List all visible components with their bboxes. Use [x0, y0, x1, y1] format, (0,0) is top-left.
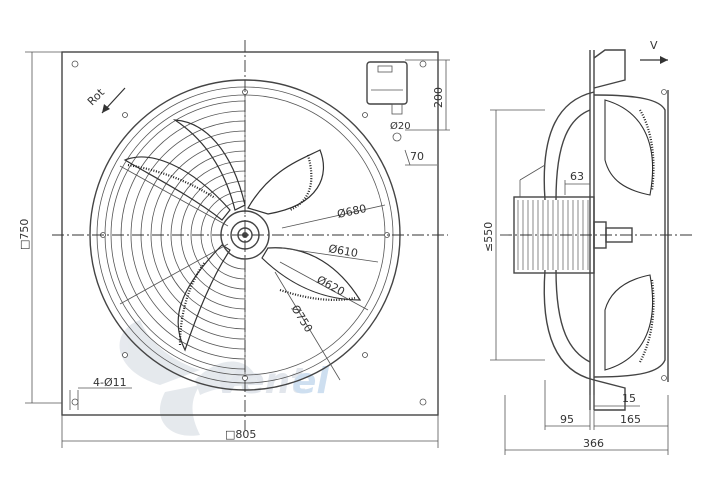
- blade-right: [261, 247, 362, 301]
- depth-label: ≤550: [482, 222, 495, 252]
- dim-95-label: 95: [560, 413, 574, 426]
- blade-left: [123, 156, 231, 221]
- airflow-label: V: [650, 39, 658, 52]
- hole-callout: 4-Ø11: [69, 376, 132, 410]
- flange-label: 15: [622, 392, 636, 405]
- height-dimension: □750: [18, 51, 62, 404]
- side-blades: [604, 99, 654, 371]
- side-view: V: [482, 39, 695, 455]
- rotation-indicator: Rot: [85, 86, 126, 114]
- ring-bolts: [100, 89, 390, 381]
- terminal-dims: 200 70: [404, 59, 450, 166]
- mounting-plate: [61, 51, 439, 416]
- cable-gland-icon: [392, 132, 402, 142]
- diameter-callouts: Ø680 Ø610 Ø620 Ø750: [274, 202, 386, 381]
- airflow-indicator: V: [640, 39, 668, 64]
- blade-top: [247, 149, 324, 215]
- blade-top-left: [172, 119, 246, 211]
- frame-width-label: □805: [225, 428, 256, 441]
- side-blade-serrations: [639, 109, 655, 363]
- terminal-height-label: 200: [432, 87, 445, 108]
- total-depth-label: 366: [583, 437, 604, 450]
- corner-hole-top-right: [419, 60, 427, 68]
- depth-dimension: ≤550: [482, 109, 545, 361]
- side-mounting-plate: [589, 49, 626, 411]
- dim-165-label: 165: [620, 413, 641, 426]
- diameter-610-label: Ø610: [327, 242, 358, 260]
- watermark: Vent el: [119, 320, 329, 436]
- width-dimension: □805: [61, 415, 439, 448]
- motor-offset-dim: 63: [564, 170, 591, 195]
- terminal-box: Ø20: [366, 61, 411, 142]
- blade-bottom-left: [177, 244, 231, 352]
- corner-hole-bottom-right: [419, 398, 427, 406]
- bottom-dimensions: 15 95 165 366: [504, 380, 669, 455]
- cable-gland-label: Ø20: [390, 120, 411, 132]
- corner-hole-bottom-left: [71, 398, 79, 406]
- support-arms: [543, 91, 595, 381]
- blade-serrations: [127, 154, 356, 346]
- terminal-offset-label: 70: [410, 150, 424, 163]
- diameter-680-label: Ø680: [336, 202, 368, 221]
- corner-hole-top-left: [71, 60, 79, 68]
- motor-offset-label: 63: [570, 170, 584, 183]
- fan-blades: [123, 119, 362, 352]
- diameter-750-label: Ø750: [288, 303, 315, 335]
- hole-label: 4-Ø11: [93, 376, 127, 389]
- frame-height-label: □750: [18, 219, 31, 250]
